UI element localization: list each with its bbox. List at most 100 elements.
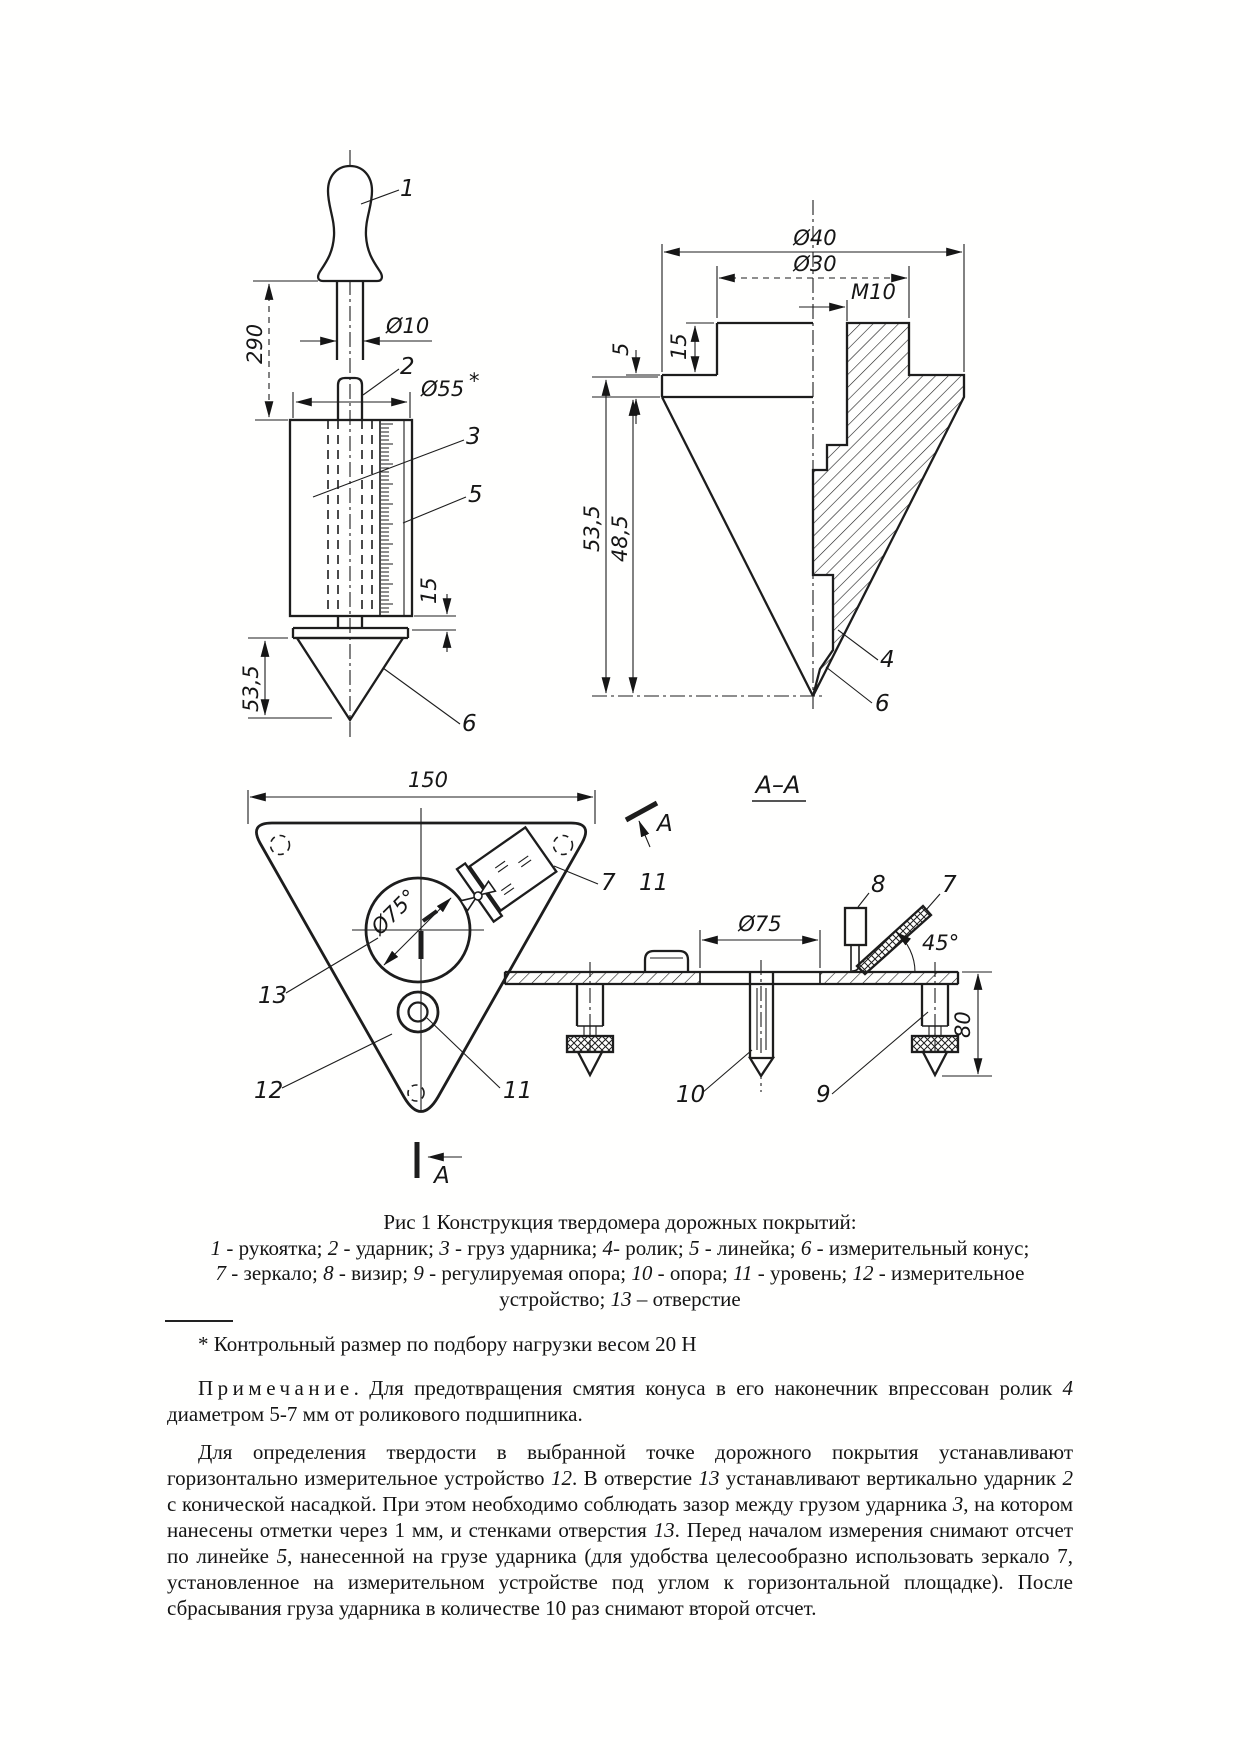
dim-290-lines <box>253 280 318 421</box>
leader-6b <box>825 666 873 704</box>
dim-m10: М10 <box>851 280 896 304</box>
leader-7b <box>925 893 941 911</box>
figure-1-drawings: 290 Ø10 Ø55 * <box>239 150 992 1189</box>
dim-boss-15: 15 <box>667 333 691 360</box>
ref-7: 7 <box>601 870 616 896</box>
dim-15: 15 <box>417 577 441 604</box>
handle-outline <box>316 164 384 283</box>
dim-d40: Ø40 <box>792 226 836 250</box>
dim-d10: Ø10 <box>385 314 429 338</box>
ref-12: 12 <box>254 1078 283 1104</box>
caption-legend-line3: 7 - зеркало; 8 - визир; 9 - регулируемая… <box>215 1261 1025 1285</box>
ref-3: 3 <box>466 424 481 450</box>
cone-section-drawing: Ø40 Ø30 М10 15 5 <box>580 200 966 717</box>
leader-6 <box>382 667 461 725</box>
section-hatch <box>811 321 966 697</box>
footnote-rule <box>165 1320 233 1322</box>
angle-45: 45° <box>895 931 959 973</box>
dim-53-5: 53,5 <box>239 665 263 712</box>
footnote-text: * Контрольный размер по подбору нагрузки… <box>198 1332 697 1356</box>
measuring-cone <box>294 636 406 723</box>
ref-9: 9 <box>816 1082 831 1108</box>
mirror-section <box>855 904 933 976</box>
dim-d55-star: * <box>469 369 480 393</box>
plate-section <box>503 970 960 986</box>
dim-d75-arrow <box>383 897 452 966</box>
caption-legend-line4: устройство; 13 – отверстие <box>499 1286 741 1311</box>
ref-11: 11 <box>639 870 668 896</box>
section-letter-bottom: А <box>432 1163 450 1189</box>
ref-10: 10 <box>676 1082 705 1108</box>
dim-d30-lines <box>716 266 910 318</box>
dim-45: 45° <box>922 931 959 955</box>
cylinder-inner-lines <box>327 420 405 616</box>
ref-13: 13 <box>258 983 287 1009</box>
dim-d40-lines <box>661 244 965 372</box>
mirror <box>455 825 558 924</box>
level <box>396 990 440 1034</box>
striker-head <box>336 376 364 420</box>
central-hole <box>364 876 472 984</box>
section-title: А–А <box>754 771 801 799</box>
ref-7b: 7 <box>942 872 957 898</box>
dim-boss15-lines <box>686 322 714 373</box>
section-mark-top: А <box>624 800 673 848</box>
rod-lines <box>335 281 365 360</box>
section-letter-top: А <box>655 811 673 837</box>
leader-11b <box>426 1017 501 1089</box>
leader-10 <box>701 1049 753 1094</box>
ref-5: 5 <box>468 482 483 508</box>
ref-6: 6 <box>462 711 477 737</box>
dim-d55-lines <box>292 392 411 418</box>
ref-11b: 11 <box>503 1078 532 1104</box>
dim-d75-lines <box>699 930 821 968</box>
ref-1: 1 <box>400 176 415 202</box>
dim-290: 290 <box>243 324 267 364</box>
dim-80: 80 <box>951 1011 975 1038</box>
sight-pointer <box>418 909 439 959</box>
rod-below-cylinder <box>336 616 364 628</box>
ref-2: 2 <box>400 354 415 380</box>
section-aa-view: А–А Ø75 <box>503 771 992 1108</box>
adjustable-foot-right <box>910 962 960 1078</box>
adjustable-foot-left <box>565 962 615 1078</box>
dim-d75-plate: Ø75° <box>366 885 422 941</box>
leader-12 <box>281 1033 393 1089</box>
leader-3 <box>312 439 465 498</box>
dim-150: 150 <box>408 768 448 792</box>
leader-2 <box>362 368 400 396</box>
dim-plate-5: 5 <box>609 343 633 356</box>
ref-8: 8 <box>871 872 886 898</box>
dim-heights-lines <box>592 376 658 694</box>
ruler-scale-ticks <box>381 423 393 613</box>
dim-150-lines <box>247 790 596 824</box>
dim-53-5-full: 53,5 <box>580 505 604 552</box>
note-paragraph: Примечание. Для предотвращения смятия ко… <box>167 1376 1073 1426</box>
corner-hole-right <box>552 834 574 856</box>
ref-4: 4 <box>880 647 895 673</box>
leader-7 <box>553 865 599 885</box>
dim-15-lines <box>412 594 456 652</box>
corner-hole-bottom <box>407 1084 425 1102</box>
level-section <box>643 949 690 972</box>
dim-48-5: 48,5 <box>608 515 632 562</box>
section-mark-bottom: А <box>414 1142 462 1189</box>
leader-5 <box>402 496 467 524</box>
ref-6b: 6 <box>875 691 890 717</box>
dim-80-lines <box>942 971 992 1077</box>
leader-13 <box>285 937 379 994</box>
dim-d55: Ø55 <box>420 377 464 401</box>
dim-d30: Ø30 <box>792 252 836 276</box>
dim-d75: Ø75 <box>737 912 781 936</box>
weight-cylinder <box>288 418 414 618</box>
caption-title: Рис 1 Конструкция твердомера дорожных по… <box>383 1210 857 1234</box>
body-paragraph: Для определения твердости в выбранной то… <box>167 1440 1074 1620</box>
caption-legend-line2: 1 - рукоятка; 2 - ударник; 3 - груз удар… <box>210 1235 1030 1260</box>
dim-plate5-lines <box>592 350 660 424</box>
mirror-clamp-screw <box>459 879 497 913</box>
leader-4 <box>837 629 879 661</box>
plate-outline <box>255 821 588 1113</box>
mirror-shine-marks <box>494 855 532 896</box>
leader-9 <box>831 1011 929 1095</box>
